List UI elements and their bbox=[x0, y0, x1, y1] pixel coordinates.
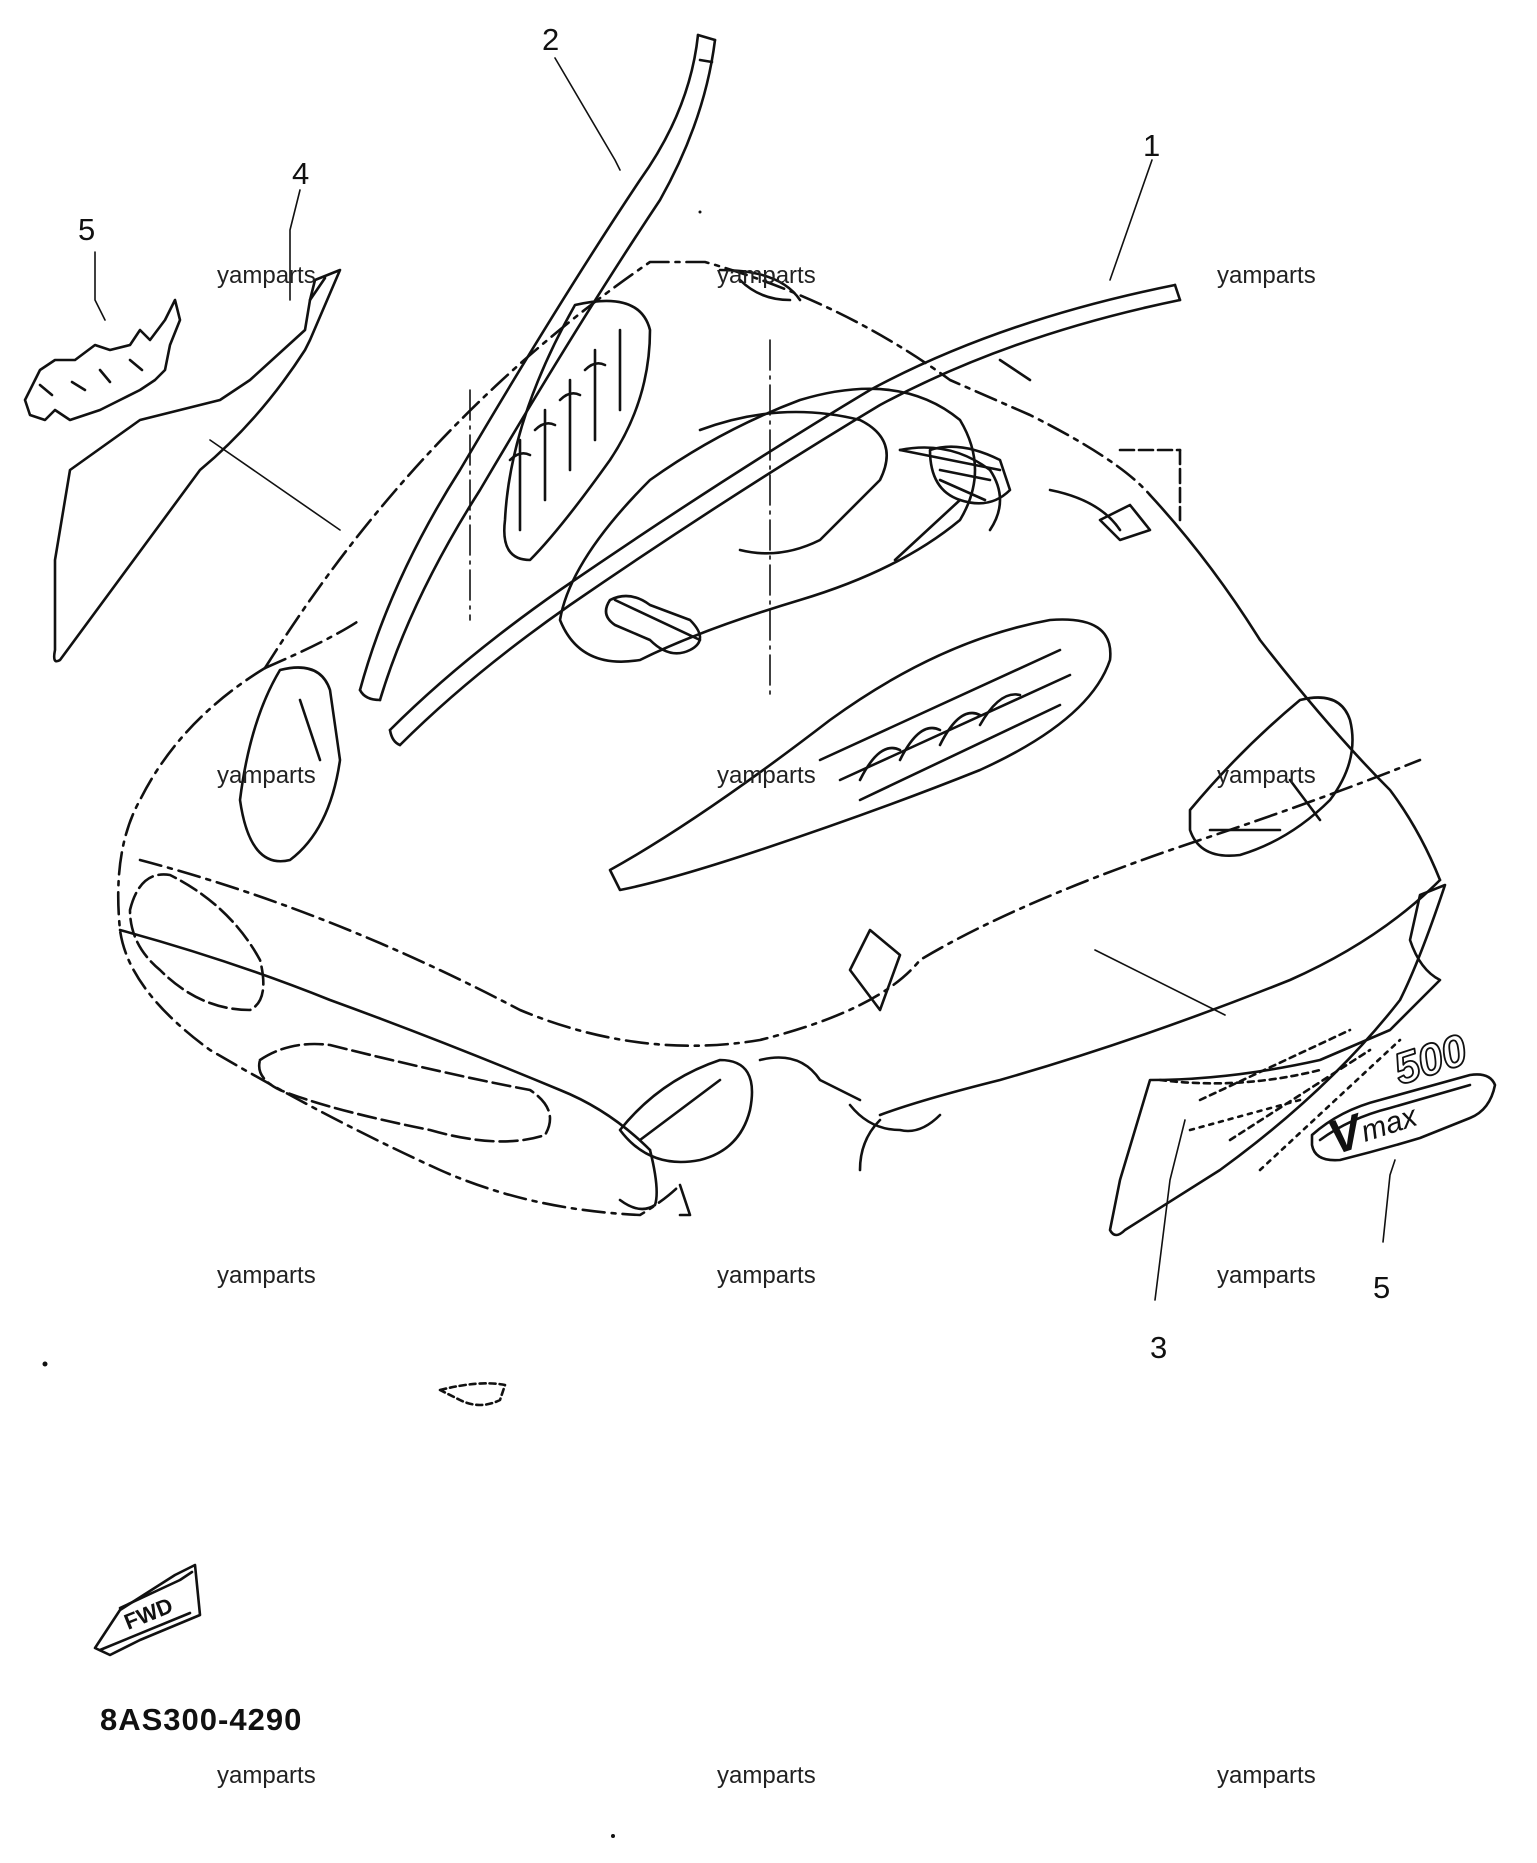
callout-number: 5 bbox=[78, 212, 96, 247]
left-vent bbox=[502, 299, 652, 562]
watermark: yamparts bbox=[717, 1762, 816, 1789]
watermark: yamparts bbox=[217, 262, 316, 289]
callout-number: 1 bbox=[1143, 128, 1161, 163]
callout-number: 5 bbox=[1373, 1270, 1391, 1305]
decal-part-3 bbox=[1108, 883, 1447, 1237]
decal-part-4 bbox=[52, 268, 342, 663]
watermark: yamparts bbox=[217, 1762, 316, 1789]
left-side-intake bbox=[238, 666, 342, 863]
seal-strip-part-2 bbox=[358, 33, 717, 702]
fwd-arrow: FWD bbox=[93, 1563, 202, 1657]
hood-body bbox=[116, 260, 1442, 1217]
emblem-model-number: 500 bbox=[1388, 1025, 1473, 1094]
center-panel bbox=[558, 268, 1182, 663]
headlight-openings bbox=[128, 873, 552, 1143]
lower-front-details bbox=[438, 928, 902, 1407]
callout-number: 3 bbox=[1150, 1330, 1168, 1365]
watermark: yamparts bbox=[217, 762, 316, 789]
right-vent bbox=[608, 618, 1112, 892]
callout-number: 2 bbox=[542, 22, 560, 57]
callout-number: 4 bbox=[292, 156, 310, 191]
watermark: yamparts bbox=[717, 1262, 816, 1289]
watermark: yamparts bbox=[1217, 762, 1316, 789]
watermark: yamparts bbox=[717, 762, 816, 789]
specks bbox=[42, 210, 702, 1838]
watermark: yamparts bbox=[1217, 1762, 1316, 1789]
watermark: yamparts bbox=[717, 262, 816, 289]
leader-lines bbox=[94, 57, 1396, 1301]
trim-strip-part-1 bbox=[388, 283, 1182, 747]
watermark: yamparts bbox=[217, 1262, 316, 1289]
right-side-intake bbox=[1188, 696, 1354, 857]
part-code: 8AS300-4290 bbox=[100, 1702, 303, 1737]
watermark: yamparts bbox=[1217, 1262, 1316, 1289]
watermark: yamparts bbox=[1217, 262, 1316, 289]
emblem-part-5-left bbox=[23, 298, 182, 422]
